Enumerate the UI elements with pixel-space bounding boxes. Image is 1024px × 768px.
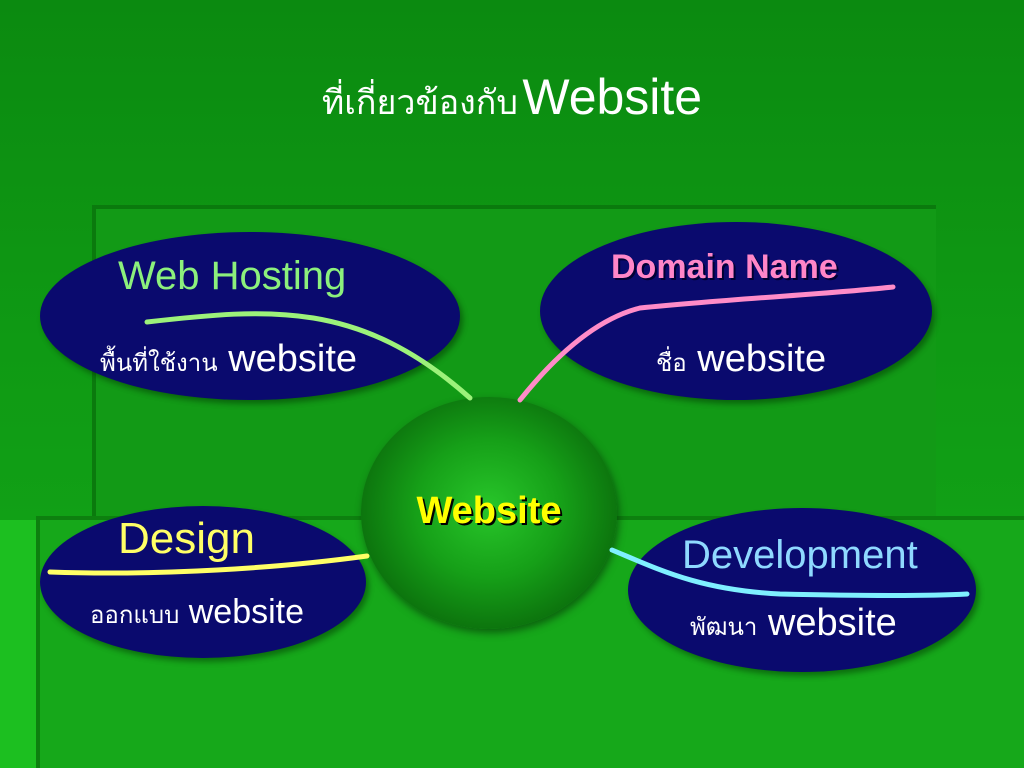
- design-subtitle: ออกแบบ website: [90, 593, 304, 634]
- domain-name-heading: Domain Name: [611, 248, 838, 286]
- development-subtitle: พัฒนา website: [690, 602, 897, 646]
- slide-title-thai: ที่เกี่ยวข้องกับ: [321, 83, 518, 123]
- development-heading: Development: [682, 533, 918, 577]
- slide-title-latin: Website: [522, 69, 703, 125]
- web-hosting-heading: Web Hosting: [118, 254, 347, 298]
- design-subtitle-latin: website: [188, 593, 305, 631]
- domain-name-subtitle: ชื่อ website: [656, 338, 826, 382]
- development-subtitle-thai: พัฒนา: [690, 613, 758, 641]
- development-subtitle-latin: website: [767, 602, 897, 644]
- design-subtitle-thai: ออกแบบ: [90, 601, 180, 629]
- center-label: Website: [416, 490, 562, 532]
- web-hosting-subtitle-latin: website: [228, 338, 358, 380]
- domain-name-subtitle-thai: ชื่อ: [656, 349, 687, 377]
- design-heading: Design: [118, 514, 255, 563]
- background-strip: [0, 520, 36, 768]
- web-hosting-subtitle-thai: พื้นที่ใช้งาน: [100, 349, 218, 377]
- center-node: [361, 397, 617, 629]
- slide-title: ที่เกี่ยวข้องกับ Website: [0, 68, 1024, 129]
- domain-name-subtitle-latin: website: [697, 338, 827, 380]
- web-hosting-subtitle: พื้นที่ใช้งาน website: [100, 338, 357, 382]
- node-design: [40, 506, 366, 658]
